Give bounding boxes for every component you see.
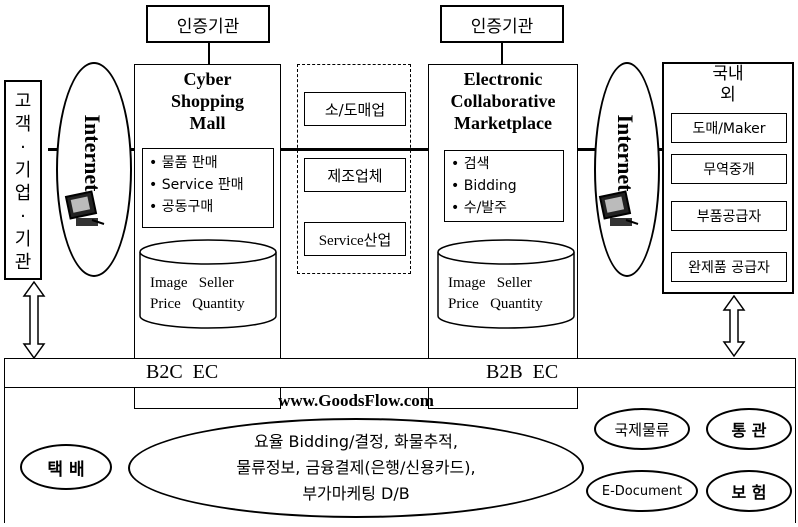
- customs-ellipse: 통 관: [706, 408, 792, 450]
- intl-logistics-ellipse: 국제물류: [594, 408, 690, 450]
- marketplace-features: • 검색 • Bidding • 수/발주: [444, 150, 564, 222]
- cert-authority-right: 인증기관: [440, 5, 564, 43]
- title-line: 국내: [712, 64, 744, 84]
- service-line: 부가마케팅 D/B: [302, 484, 410, 503]
- customer-char: 고: [14, 91, 32, 112]
- industry-manufacturer: 제조업체: [304, 158, 406, 192]
- ec-bus: [4, 358, 796, 388]
- feature-item: • 검색: [451, 156, 490, 172]
- title-line: Electronic: [463, 69, 543, 89]
- logistics-area: [4, 388, 796, 523]
- partner-item: 무역중개: [671, 154, 787, 184]
- db-line: Image Seller: [448, 275, 532, 291]
- partner-item: 완제품 공급자: [671, 252, 787, 282]
- double-arrow-left: [22, 280, 46, 360]
- db-line: Price Quantity: [448, 296, 543, 312]
- computer-icon-right: [598, 190, 639, 226]
- feature-item: • 공동구매: [149, 199, 214, 215]
- db-line: Image Seller: [150, 275, 234, 291]
- feature-item: • Service 판매: [149, 177, 244, 193]
- db-line: Price Quantity: [150, 296, 245, 312]
- customer-box: 고 객 · 기 업 · 기 관: [4, 80, 42, 280]
- site-label: www.GoodsFlow.com: [278, 391, 434, 410]
- connector: [208, 43, 210, 65]
- partner-item: 부품공급자: [671, 201, 787, 231]
- internet-ellipse-left: [56, 62, 132, 277]
- feature-item: • Bidding: [451, 178, 517, 194]
- title-line: Mall: [189, 113, 226, 133]
- delivery-ellipse: 택 배: [20, 444, 112, 490]
- title-line: 외: [720, 85, 736, 105]
- service-line: 물류정보, 금융결제(은행/신용카드),: [236, 458, 476, 477]
- customer-char: 관: [14, 252, 32, 273]
- database-icon-right: [437, 239, 575, 329]
- edoc-ellipse: E-Document: [586, 470, 698, 512]
- marketplace-title: Electronic Collaborative Marketplace: [428, 68, 578, 134]
- b2b-label: B2B EC: [486, 361, 559, 383]
- internet-ellipse-right: [594, 62, 660, 277]
- title-line: Marketplace: [454, 113, 552, 133]
- network-line: [48, 148, 663, 151]
- domestic-title: 국내 외: [662, 64, 794, 106]
- customer-char: ·: [20, 137, 26, 158]
- database-icon-left: [139, 239, 277, 329]
- cert-authority-left: 인증기관: [146, 5, 270, 43]
- insurance-ellipse: 보 험: [706, 470, 792, 512]
- marketplace-panel: [428, 64, 578, 409]
- industry-service: Service산업: [304, 222, 406, 256]
- feature-item: • 물품 판매: [149, 155, 218, 171]
- industry-panel: [297, 64, 411, 274]
- customer-char: ·: [20, 206, 26, 227]
- b2c-label: B2C EC: [146, 361, 219, 383]
- cyber-mall-panel: [134, 64, 281, 409]
- double-arrow-right: [722, 294, 746, 358]
- services-ellipse: 요율 Bidding/결정, 화물추적, 물류정보, 금융결제(은행/신용카드)…: [128, 418, 584, 518]
- title-line: Cyber: [183, 69, 232, 89]
- connector: [501, 43, 503, 65]
- industry-retail: 소/도매업: [304, 92, 406, 126]
- customer-char: 기: [14, 160, 32, 181]
- internet-label-left: Internet: [80, 114, 105, 192]
- customer-char: 기: [14, 229, 32, 250]
- customer-char: 업: [14, 183, 32, 204]
- internet-label-right: Internet: [613, 114, 638, 192]
- title-line: Collaborative: [450, 91, 556, 111]
- title-line: Shopping: [170, 91, 245, 111]
- computer-icon-left: [64, 190, 105, 226]
- cyber-mall-features: • 물품 판매 • Service 판매 • 공동구매: [142, 148, 274, 228]
- customer-char: 객: [14, 114, 32, 135]
- partner-item: 도매/Maker: [671, 113, 787, 143]
- feature-item: • 수/발주: [451, 200, 508, 216]
- cyber-mall-title: Cyber Shopping Mall: [134, 68, 281, 134]
- service-line: 요율 Bidding/결정, 화물추적,: [254, 432, 458, 451]
